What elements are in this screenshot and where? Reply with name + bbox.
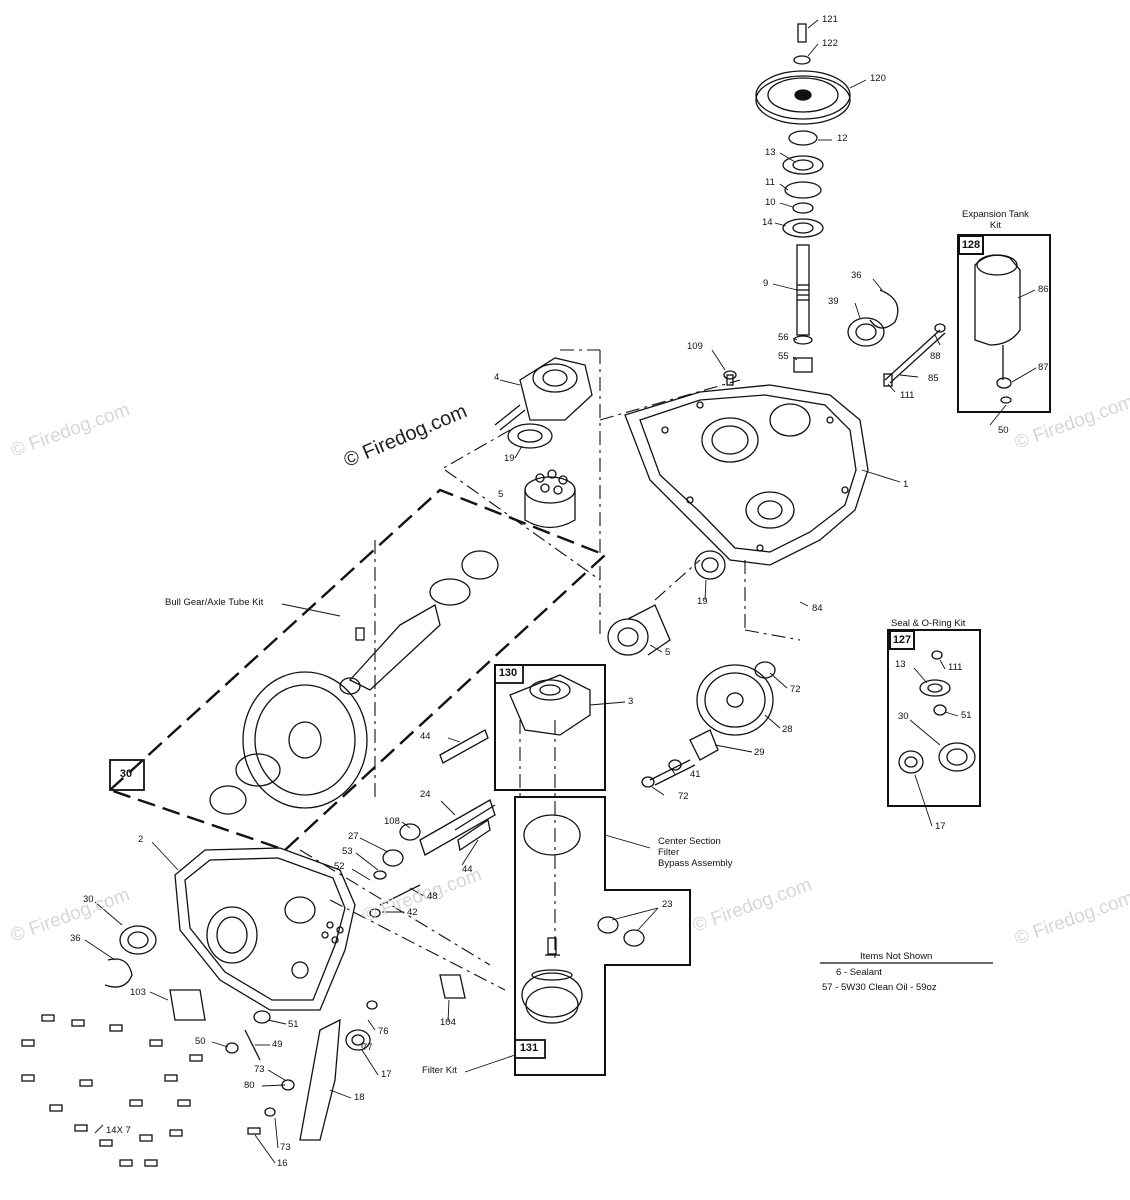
kit-number-128: 128 [958, 235, 984, 255]
kit-callout-30: 30 [898, 711, 909, 722]
callout-13: 13 [765, 147, 776, 158]
callout-5: 5 [665, 647, 671, 658]
callout-4: 4 [494, 372, 500, 383]
callout-104: 104 [440, 1017, 456, 1028]
kit-number-30: 30 [119, 768, 133, 780]
callout-10: 10 [765, 197, 776, 208]
center-section [494, 664, 606, 791]
leader-lines [84, 19, 1037, 1164]
callout-9: 9 [763, 278, 769, 289]
callout-27: 27 [348, 831, 359, 842]
callout-86: 86 [1038, 284, 1049, 295]
kit-callout-17: 17 [935, 821, 946, 832]
bull-gear-assembly [209, 550, 499, 815]
kit-callout-51: 51 [961, 710, 972, 721]
callout-3: 3 [628, 696, 634, 707]
callout-72: 72 [790, 684, 801, 695]
callout-76: 76 [378, 1026, 389, 1037]
callout-80: 80 [244, 1080, 255, 1091]
seal-oring-kit-box [887, 629, 981, 807]
callout-72: 72 [678, 791, 689, 802]
callout-42: 42 [407, 907, 418, 918]
callout-16: 16 [277, 1158, 288, 1169]
not-shown-item: 57 - 5W30 Clean Oil - 59oz [822, 982, 937, 993]
callout-48: 48 [427, 891, 438, 902]
kit-callout-13: 13 [895, 659, 906, 670]
expansion-tank-kit-title: Expansion Tank Kit [962, 209, 1029, 231]
filter-kit-title: Filter Kit [422, 1065, 457, 1076]
callout-12: 12 [837, 133, 848, 144]
callout-55: 55 [778, 351, 789, 362]
expansion-tank [883, 254, 1021, 404]
callout-73: 73 [280, 1142, 291, 1153]
callout-2: 2 [138, 834, 144, 845]
callout-41: 41 [690, 769, 701, 780]
upper-pump-stack [494, 357, 593, 529]
callout-29: 29 [754, 747, 765, 758]
callout-53: 53 [342, 846, 353, 857]
bull-gear-kit-title: Bull Gear/Axle Tube Kit [165, 597, 264, 608]
callout-28: 28 [782, 724, 793, 735]
callout-109: 109 [687, 341, 703, 352]
callout-44: 44 [462, 864, 473, 875]
expansion-tank-kit-box [957, 234, 1051, 413]
callout-85: 85 [928, 373, 939, 384]
callout-49: 49 [272, 1039, 283, 1050]
callout-36: 36 [851, 270, 862, 281]
callout-14x7: 14X 7 [106, 1125, 131, 1136]
callout-24: 24 [420, 789, 431, 800]
callout-39: 39 [828, 296, 839, 307]
callout-19: 19 [697, 596, 708, 607]
not-shown-item: 6 - Sealant [836, 967, 882, 978]
callout-23: 23 [662, 899, 673, 910]
callout-103: 103 [130, 987, 146, 998]
callout-122: 122 [822, 38, 838, 49]
alignment-lines [299, 349, 801, 991]
cover-plate [174, 847, 356, 1011]
callout-77: 77 [362, 1042, 373, 1053]
filter-kit-boundary [514, 796, 691, 1076]
filter-bypass-title: Center Section Filter Bypass Assembly [658, 836, 733, 869]
callout-51: 51 [288, 1019, 299, 1030]
callout-73: 73 [254, 1064, 265, 1075]
bolt-set [21, 1014, 261, 1167]
seal-oring-kit-title: Seal & O-Ring Kit [891, 618, 966, 629]
callout-88: 88 [930, 351, 941, 362]
pulley-stack [755, 23, 851, 373]
main-housing [624, 370, 869, 566]
callout-120: 120 [870, 73, 886, 84]
callout-52: 52 [334, 861, 345, 872]
callout-108: 108 [384, 816, 400, 827]
callout-18: 18 [354, 1092, 365, 1103]
callout-50: 50 [195, 1036, 206, 1047]
callout-87: 87 [1038, 362, 1049, 373]
callout-50: 50 [998, 425, 1009, 436]
callout-36: 36 [70, 933, 81, 944]
kit-number-127: 127 [889, 630, 915, 650]
callout-1: 1 [903, 479, 909, 490]
callout-11: 11 [765, 177, 775, 188]
kit-number-131: 131 [519, 1042, 539, 1054]
callout-19: 19 [504, 453, 515, 464]
kit-number-130: 130 [498, 667, 518, 679]
callout-5: 5 [498, 489, 504, 500]
items-not-shown-title: Items Not Shown [860, 951, 933, 962]
bull-gear-kit-boundary [107, 488, 608, 852]
callout-44: 44 [420, 731, 431, 742]
kit-callout-111: 111 [948, 662, 963, 673]
callout-17: 17 [381, 1069, 392, 1080]
callout-121: 121 [822, 14, 838, 25]
callout-30: 30 [83, 894, 94, 905]
callout-56: 56 [778, 332, 789, 343]
callout-84: 84 [812, 603, 823, 614]
callout-111: 111 [900, 390, 915, 401]
callout-14: 14 [762, 217, 773, 228]
